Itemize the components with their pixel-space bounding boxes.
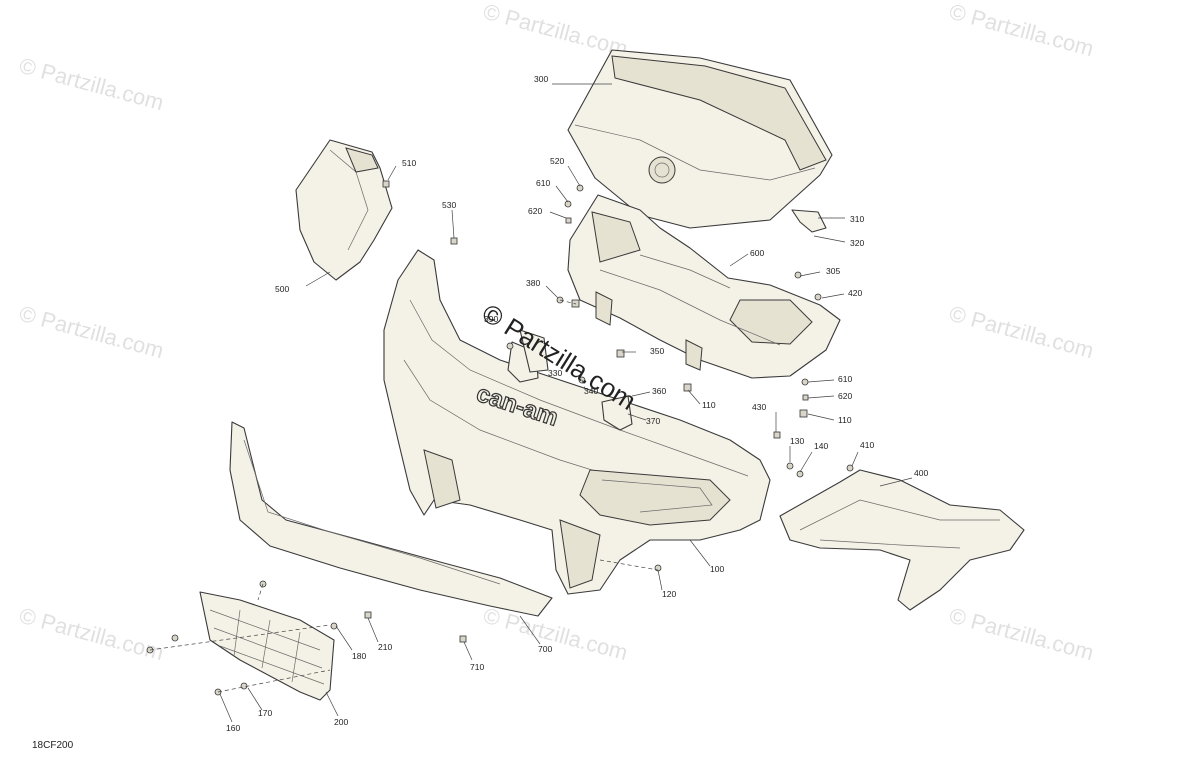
part-370-bracket[interactable] — [601, 395, 633, 431]
callout-labels: 300 310 320 305 510 500 530 520 610 620 … — [226, 74, 928, 733]
clip-210[interactable] — [364, 611, 372, 619]
clip-380b[interactable] — [571, 299, 580, 308]
watermark-top-left: © Partzilla.com — [17, 53, 167, 116]
callout-170[interactable]: 170 — [258, 708, 272, 718]
part-400-right-panel[interactable] — [779, 469, 1025, 611]
part-330-bracket[interactable] — [507, 329, 549, 383]
fastener-520[interactable] — [576, 184, 584, 192]
callout-610-upper[interactable]: 610 — [536, 178, 550, 188]
clip-710[interactable] — [459, 635, 467, 643]
fastener-140[interactable] — [796, 470, 804, 478]
callout-310[interactable]: 310 — [850, 214, 864, 224]
watermark-bottom-center: © Partzilla.com — [481, 603, 631, 666]
fastener-390[interactable] — [506, 342, 514, 350]
fastener-620b[interactable] — [802, 394, 809, 401]
callout-380[interactable]: 380 — [526, 278, 540, 288]
callout-340[interactable]: 340 — [584, 386, 598, 396]
part-700-lower-lip[interactable] — [229, 421, 553, 617]
callout-350[interactable]: 350 — [650, 346, 664, 356]
watermark-top-center: © Partzilla.com — [481, 0, 631, 61]
callout-305[interactable]: 305 — [826, 266, 840, 276]
callout-610-lower[interactable]: 610 — [838, 374, 852, 384]
callout-110-lower[interactable]: 110 — [838, 415, 852, 425]
fastener-510[interactable] — [382, 180, 390, 188]
fastener-620a[interactable] — [565, 217, 572, 224]
callout-500[interactable]: 500 — [275, 284, 289, 294]
fastener-610b[interactable] — [801, 378, 809, 386]
clip-110b[interactable] — [799, 409, 808, 418]
callout-520[interactable]: 520 — [550, 156, 564, 166]
fastener-305[interactable] — [794, 271, 802, 279]
callout-320[interactable]: 320 — [850, 238, 864, 248]
nut-180[interactable] — [330, 622, 338, 630]
callout-300[interactable]: 300 — [534, 74, 548, 84]
callout-130[interactable]: 130 — [790, 436, 804, 446]
callout-620-upper[interactable]: 620 — [528, 206, 542, 216]
callout-210[interactable]: 210 — [378, 642, 392, 652]
watermark-mid-right: © Partzilla.com — [947, 301, 1097, 364]
callout-100[interactable]: 100 — [710, 564, 724, 574]
callout-710[interactable]: 710 — [470, 662, 484, 672]
fastener-530[interactable] — [450, 237, 458, 245]
callout-510[interactable]: 510 — [402, 158, 416, 168]
callout-180[interactable]: 180 — [352, 651, 366, 661]
callout-330[interactable]: 330 — [548, 368, 562, 378]
callout-400[interactable]: 400 — [914, 468, 928, 478]
callout-140[interactable]: 140 — [814, 441, 828, 451]
leader-lines — [149, 83, 913, 723]
part-200-grille[interactable] — [199, 591, 335, 701]
callout-530[interactable]: 530 — [442, 200, 456, 210]
watermark-bottom-left: © Partzilla.com — [17, 603, 167, 666]
fastener-410[interactable] — [846, 464, 854, 472]
callout-370[interactable]: 370 — [646, 416, 660, 426]
watermark-bottom-right: © Partzilla.com — [947, 603, 1097, 666]
fastener-420[interactable] — [814, 293, 822, 301]
part-300-hood[interactable] — [567, 49, 833, 229]
watermark-mid-left: © Partzilla.com — [17, 301, 167, 364]
clip-110a[interactable] — [683, 383, 692, 392]
callout-620-lower[interactable]: 620 — [838, 391, 852, 401]
part-600-support-tray[interactable] — [567, 194, 841, 379]
callout-430[interactable]: 430 — [752, 402, 766, 412]
callout-600[interactable]: 600 — [750, 248, 764, 258]
callout-110-upper[interactable]: 110 — [702, 400, 716, 410]
fastener-130[interactable] — [786, 462, 794, 470]
callout-420[interactable]: 420 — [848, 288, 862, 298]
callout-700[interactable]: 700 — [538, 644, 552, 654]
callout-360[interactable]: 360 — [652, 386, 666, 396]
callout-410[interactable]: 410 — [860, 440, 874, 450]
hardware-fasteners — [146, 180, 854, 696]
part-100-front-bumper[interactable]: can-am — [383, 249, 771, 595]
callout-120[interactable]: 120 — [662, 589, 676, 599]
callout-200[interactable]: 200 — [334, 717, 348, 727]
clip-350[interactable] — [616, 349, 625, 358]
diagram-id: 18CF200 — [32, 740, 74, 751]
washer-170[interactable] — [240, 682, 248, 690]
washer-180[interactable] — [171, 634, 179, 642]
watermark-top-right: © Partzilla.com — [947, 0, 1097, 61]
fastener-610a[interactable] — [564, 200, 572, 208]
callout-160[interactable]: 160 — [226, 723, 240, 733]
part-310-latch[interactable] — [791, 209, 827, 233]
fastener-430[interactable] — [773, 431, 781, 439]
part-500-left-panel[interactable] — [295, 139, 393, 281]
callout-390[interactable]: 390 — [484, 314, 498, 324]
